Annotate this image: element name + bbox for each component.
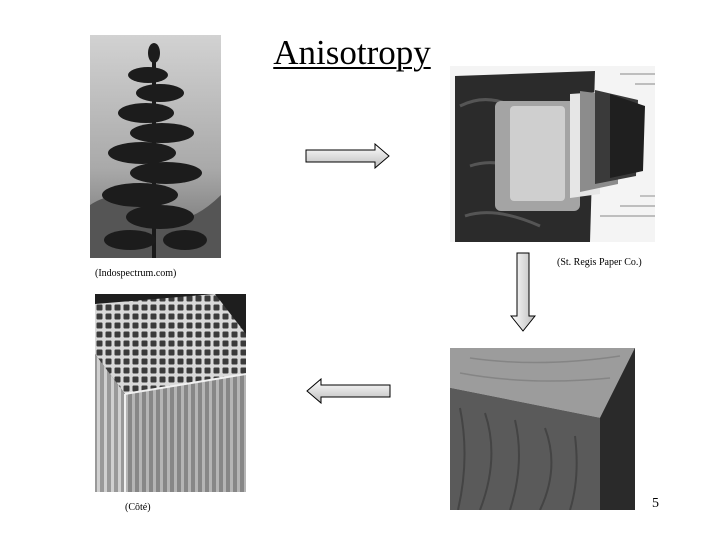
down-arrow-icon [510, 252, 536, 332]
trunk-diagram [450, 66, 655, 242]
tree-photo [90, 35, 221, 258]
tree-caption: (Indospectrum.com) [95, 268, 177, 279]
slide-title: Anisotropy [273, 33, 431, 72]
micrograph-caption: (Côté) [125, 502, 151, 513]
right-arrow-icon [305, 143, 391, 169]
page-number: 5 [652, 496, 659, 511]
wood-block-photo [450, 348, 635, 510]
wood-micrograph [95, 294, 246, 492]
left-arrow-icon [305, 378, 391, 404]
trunk-caption: (St. Regis Paper Co.) [557, 257, 642, 268]
